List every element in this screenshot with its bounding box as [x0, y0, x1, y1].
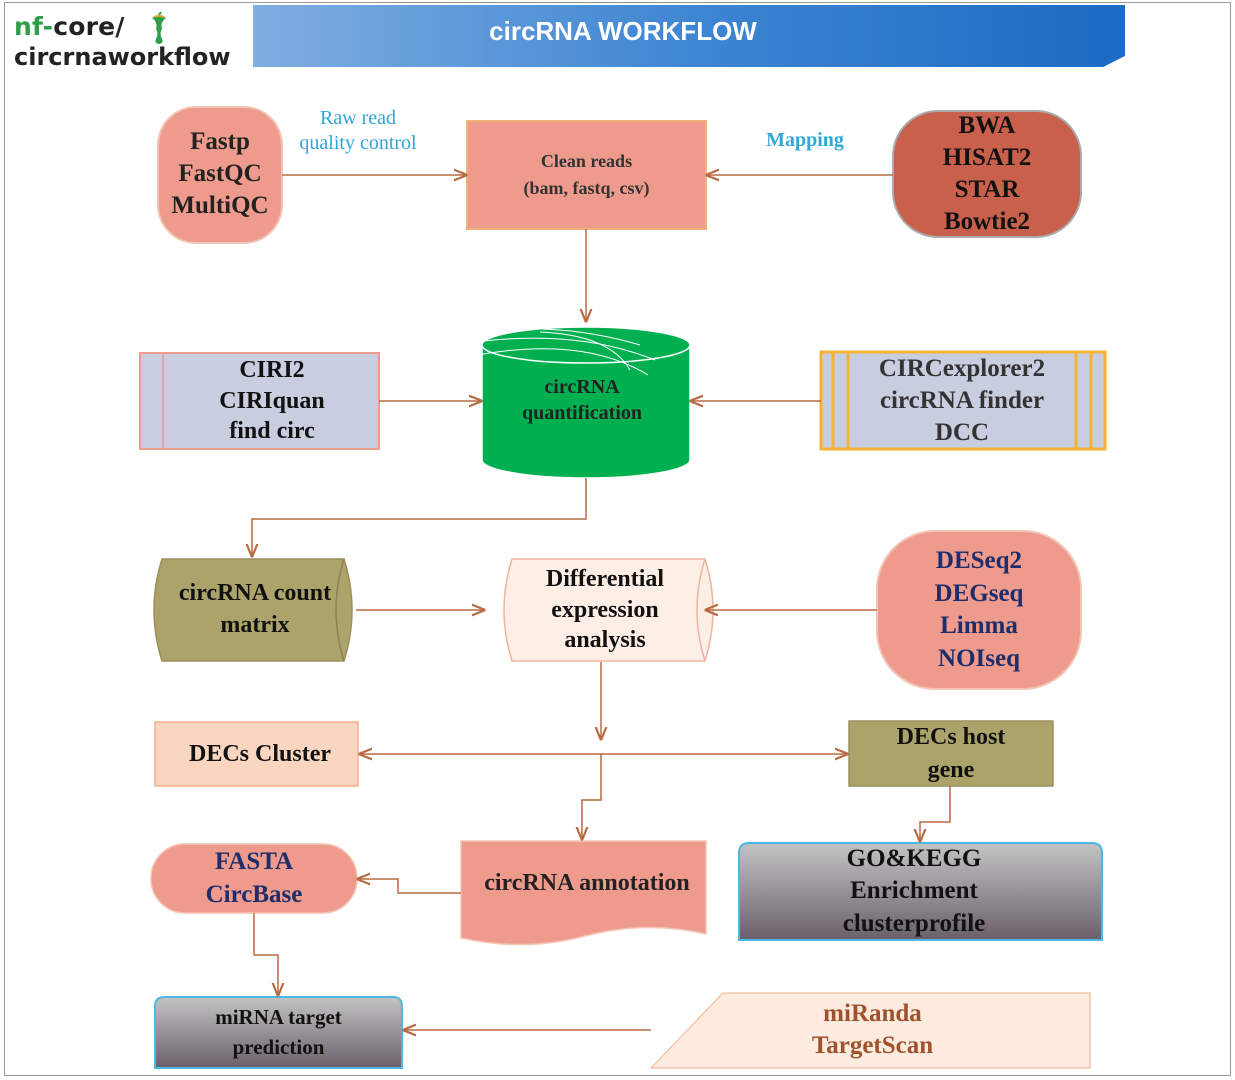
dec-host-label: DECs host gene: [896, 724, 1006, 783]
logo-prefix: nf-: [14, 12, 54, 41]
arrow-annotation-to-databases: [358, 879, 461, 894]
mapping-edge-label: Mapping: [766, 129, 844, 152]
mirna-tools-node: [649, 992, 1091, 1069]
enrichment-node: [738, 842, 1103, 941]
mirna-prediction-label: miRNA target prediction: [215, 1005, 342, 1059]
aligners-node: [892, 110, 1082, 238]
annotation-label: circRNA annotation: [484, 869, 690, 896]
aligners-label: BWA HISAT2 STAR Bowtie2: [942, 112, 1032, 235]
arrow-host-to-enrichment: [920, 786, 951, 841]
circexplorer-tools-node: [819, 350, 1107, 451]
logo-core: core/: [53, 12, 125, 41]
de-tools-label: DESeq2 DEGseq Limma NOIseq: [934, 547, 1024, 672]
title-banner: [253, 5, 1125, 67]
arrow-databases-to-prediction: [253, 913, 278, 995]
circexplorer-tools-label: CIRCexplorer2 circRNA finder DCC: [878, 354, 1046, 446]
enrichment-label: GO&KEGG Enrichment clusterprofile: [842, 844, 986, 937]
databases-label: FASTA CircBase: [205, 848, 303, 908]
count-matrix-label: circRNA count matrix: [178, 579, 332, 638]
ciri-tools-node: [139, 352, 380, 450]
logo-line1: nf-core/: [14, 12, 125, 41]
clean-reads-label: Clean reads (bam, fastq, csv): [523, 151, 650, 198]
nf-core-logo: nf-core/ circrnaworkflow: [12, 10, 252, 71]
mirna-prediction-node: [154, 996, 403, 1069]
quantification-label: circRNA quantification: [521, 376, 643, 424]
qc-edge-label: Raw read quality control: [299, 107, 417, 154]
mirna-tools-label: miRanda TargetScan: [811, 999, 934, 1060]
qc-tools-label: Fastp FastQC MultiQC: [171, 128, 269, 219]
annotation-node: [460, 840, 707, 946]
quantification-node: [419, 326, 691, 479]
apple-core-icon: [152, 12, 166, 44]
clean-reads-node: [466, 120, 707, 230]
dec-host-node: [848, 720, 1054, 787]
logo-line2: circrnaworkflow: [14, 43, 231, 71]
arrow-to-annotation: [582, 754, 602, 839]
page-title: circRNA WORKFLOW: [489, 16, 757, 46]
count-matrix-node: [153, 558, 353, 662]
ciri-tools-label: CIRI2 CIRIquan find circ: [219, 356, 325, 445]
dec-cluster-label: DECs Cluster: [189, 740, 331, 767]
arrow-quant-to-matrix: [252, 478, 587, 556]
dec-cluster-node: [154, 721, 359, 787]
differential-label: Differential expression analysis: [545, 565, 665, 654]
diagram-frame: [4, 2, 1231, 1076]
differential-node: [503, 558, 714, 662]
